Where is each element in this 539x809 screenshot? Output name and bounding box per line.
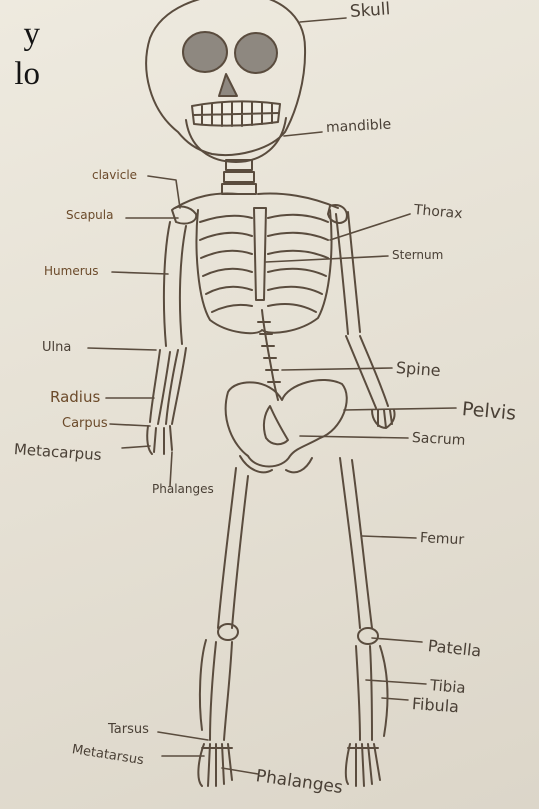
label-tarsus: Tarsus: [108, 722, 149, 737]
neck-vertebrae: [222, 160, 256, 194]
tibia-right: [356, 646, 372, 740]
ribs-right: [268, 215, 328, 312]
sacrum: [264, 406, 288, 444]
ribs-left: [200, 216, 252, 312]
label-humerus: Humerus: [44, 264, 99, 278]
foot-right: [346, 744, 380, 786]
label-skull: Skull: [349, 0, 391, 22]
hand-right: [372, 410, 395, 428]
label-sternum: Sternum: [392, 248, 443, 262]
right-eye-socket: [235, 33, 277, 73]
patella-left: [218, 624, 238, 640]
femur-right: [340, 458, 372, 628]
fibula-right: [380, 646, 387, 736]
left-eye-socket: [183, 32, 227, 72]
hand-left: [147, 426, 172, 454]
label-pelvis: Pelvis: [461, 398, 517, 425]
label-carpus: Carpus: [62, 416, 108, 431]
humerus-right: [336, 212, 360, 334]
label-sacrum: Sacrum: [412, 430, 466, 449]
pelvis: [226, 380, 347, 467]
femur-left: [218, 468, 248, 628]
label-clavicle: clavicle: [92, 168, 137, 182]
label-femur: Femur: [420, 530, 465, 548]
label-spine: Spine: [395, 358, 441, 380]
fibula-left: [200, 640, 206, 730]
sternum: [254, 208, 266, 300]
label-mandible: mandible: [326, 117, 392, 136]
leader-lines: [88, 18, 456, 774]
label-ulna: Ulna: [42, 340, 71, 355]
forearm-right: [346, 336, 388, 408]
label-tibia: Tibia: [429, 676, 466, 697]
label-fibula: Fibula: [411, 694, 459, 716]
tibia-left: [210, 642, 232, 740]
label-phalanges-hand: Phalanges: [152, 482, 214, 496]
label-radius: Radius: [50, 388, 100, 406]
humerus-left: [164, 222, 186, 346]
label-scapula: Scapula: [66, 208, 113, 222]
scapula-left: [172, 207, 196, 224]
nasal-cavity: [219, 74, 237, 96]
clavicle-right: [258, 194, 338, 208]
spine: [262, 310, 278, 400]
patella-right: [358, 628, 378, 644]
foot-left: [198, 744, 232, 786]
